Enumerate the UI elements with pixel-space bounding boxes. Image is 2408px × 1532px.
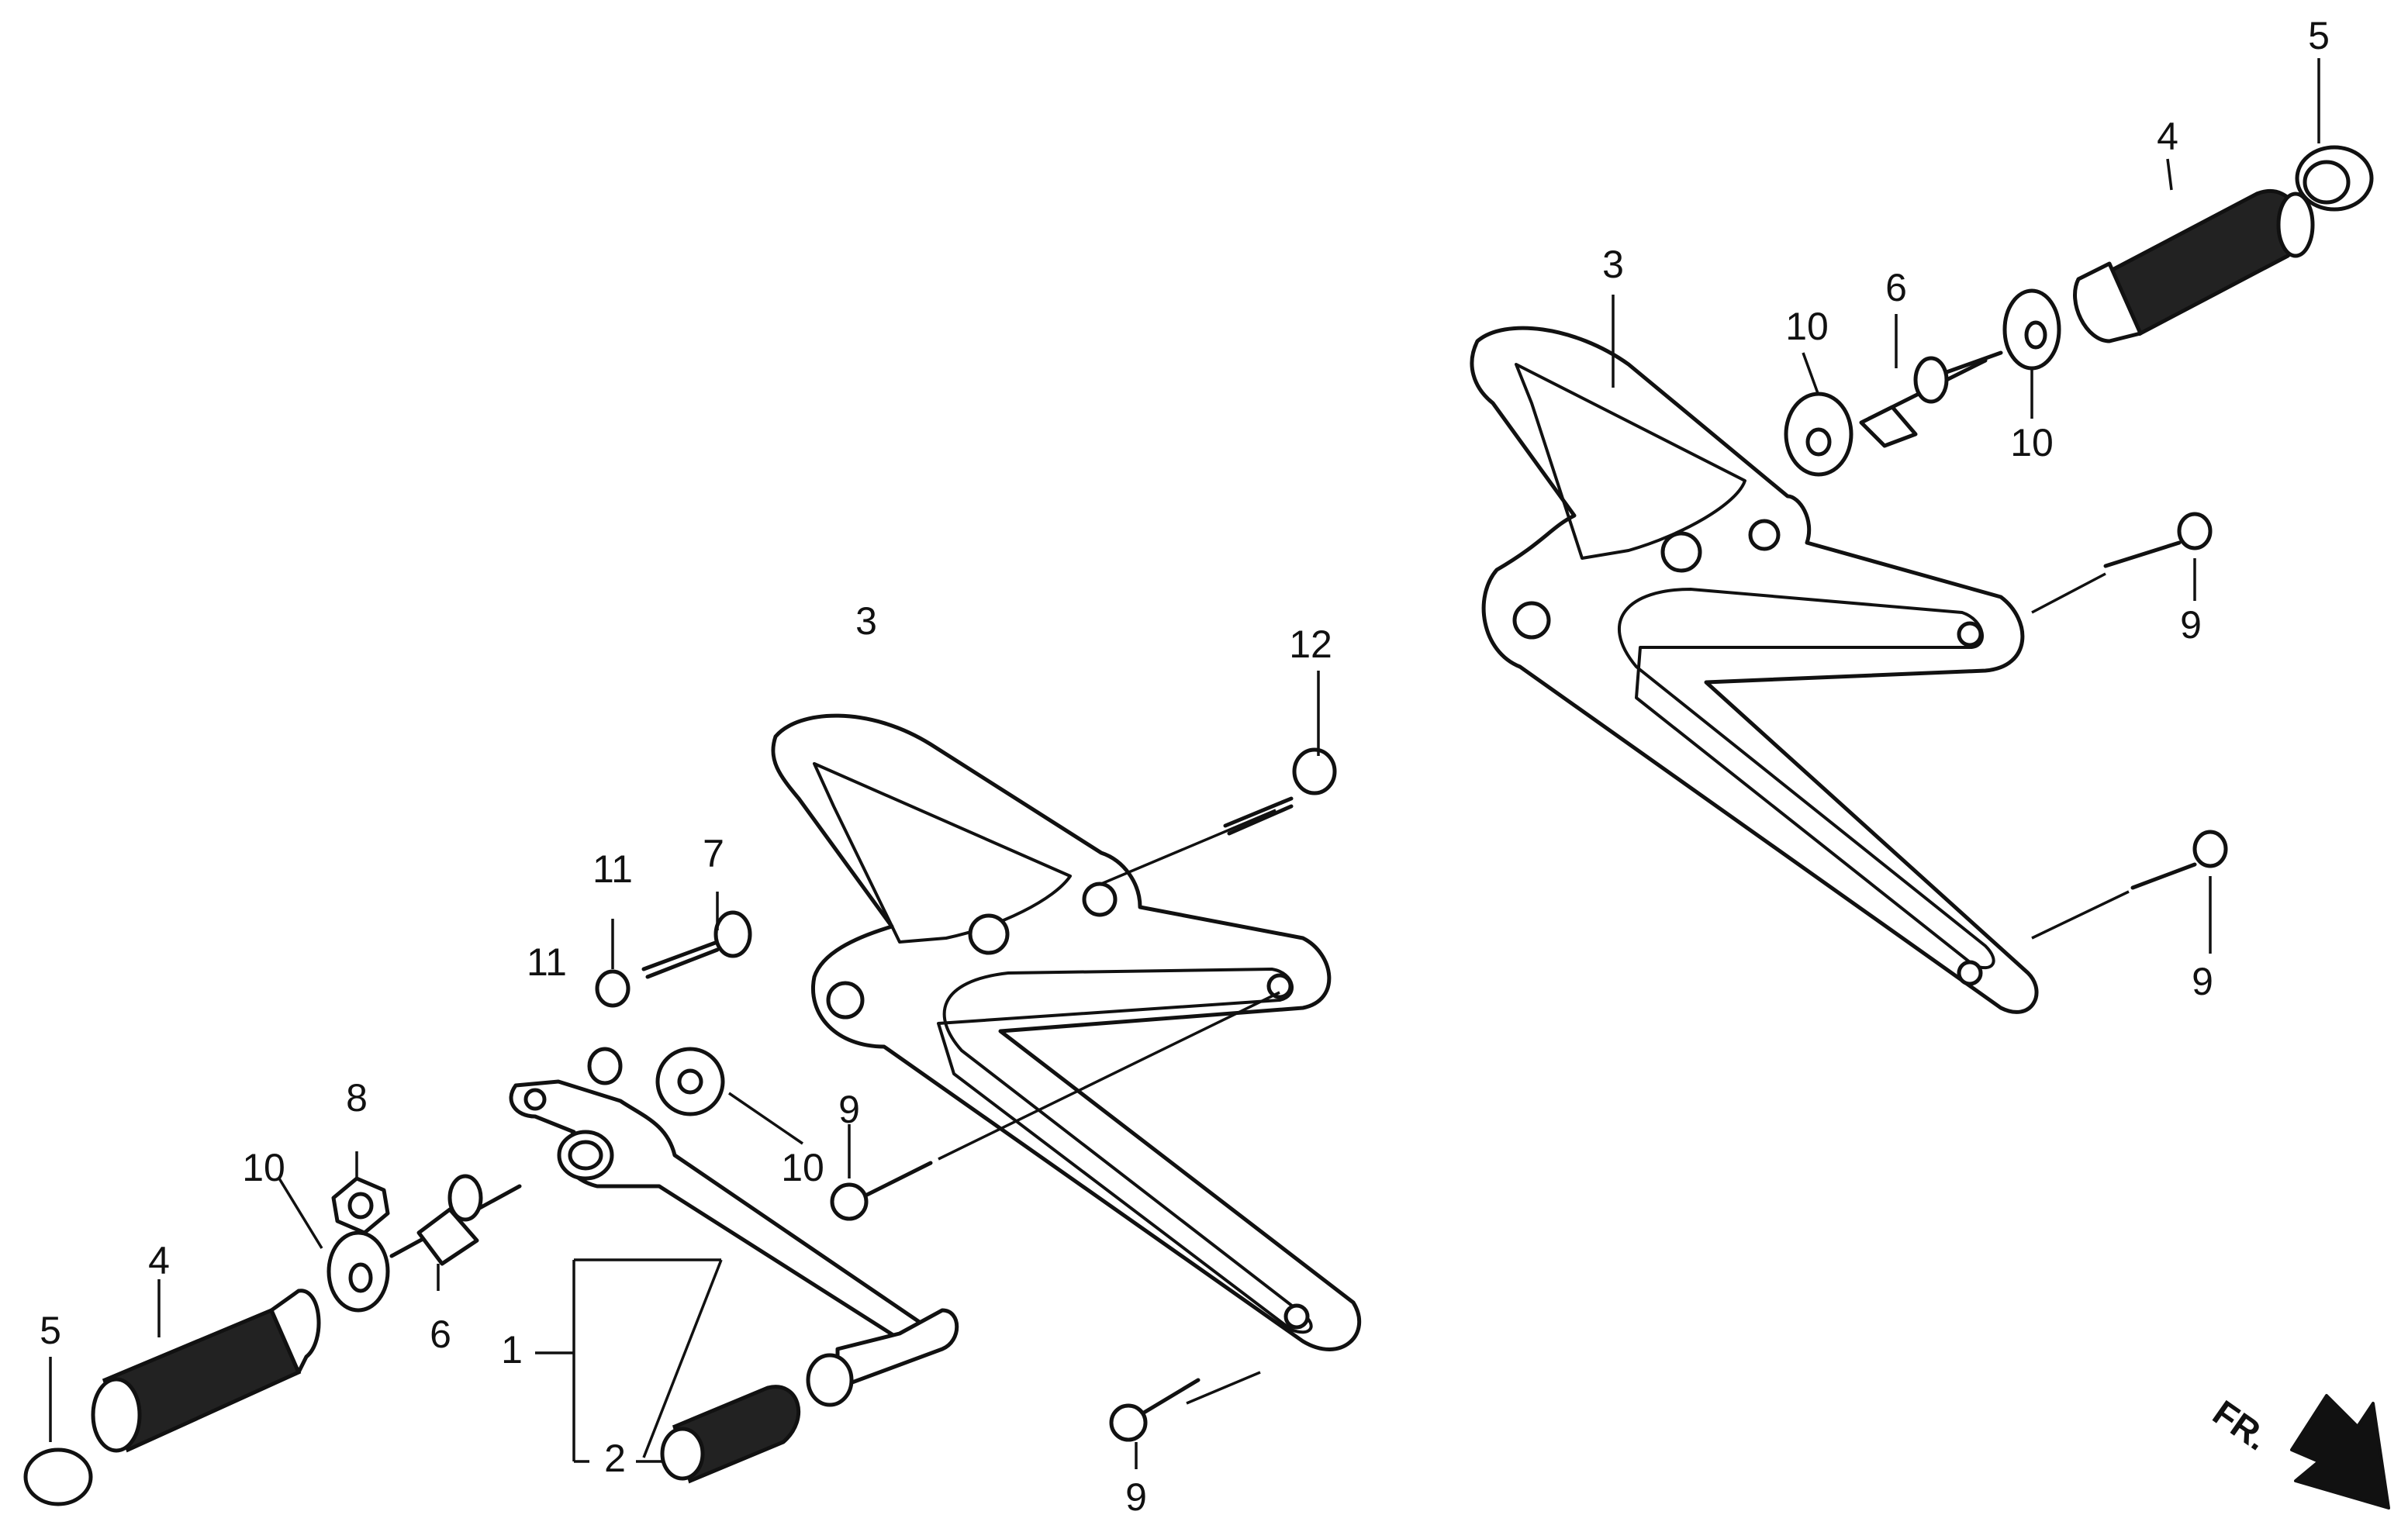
callout-3-left: 3 bbox=[855, 599, 877, 643]
pivot-pin-upper bbox=[1859, 350, 2003, 448]
footrest-bracket-left bbox=[771, 713, 1362, 1351]
callout-10-upper-1: 10 bbox=[1785, 305, 1829, 348]
pivot-pin-lower bbox=[389, 1174, 522, 1266]
callout-11-upper: 11 bbox=[592, 847, 633, 891]
callout-9-lower: 9 bbox=[1125, 1475, 1147, 1519]
callout-5-right: 5 bbox=[2308, 14, 2330, 57]
washer-upper-2 bbox=[2002, 288, 2061, 371]
brake-pedal bbox=[509, 1079, 959, 1407]
nut bbox=[331, 1176, 390, 1235]
end-cap-lower bbox=[23, 1447, 93, 1506]
washer-small-2 bbox=[587, 1047, 623, 1085]
callout-1: 1 bbox=[501, 1328, 523, 1372]
callout-10-middle: 10 bbox=[781, 1146, 824, 1189]
callout-9-upper-1: 9 bbox=[2180, 603, 2202, 647]
callout-12: 12 bbox=[1289, 623, 1332, 666]
footpeg-right bbox=[2073, 189, 2315, 343]
leader-lines bbox=[49, 58, 2320, 1469]
callout-10-upper-2: 10 bbox=[2010, 421, 2054, 464]
callout-4-left: 4 bbox=[148, 1239, 170, 1282]
bolt-9-upper-2 bbox=[2130, 830, 2228, 890]
bolt-7 bbox=[641, 910, 752, 979]
callout-6-left: 6 bbox=[430, 1313, 451, 1356]
bolt-9-upper-1 bbox=[2103, 512, 2213, 568]
bolt-9-middle bbox=[830, 1161, 933, 1221]
front-label: FR. bbox=[2206, 1392, 2276, 1458]
callout-11-lower: 11 bbox=[527, 940, 567, 984]
callout-9-upper-2: 9 bbox=[2192, 960, 2213, 1003]
front-arrow-icon bbox=[2290, 1394, 2390, 1510]
callout-10-lower: 10 bbox=[242, 1146, 285, 1189]
callout-9-middle: 9 bbox=[838, 1088, 860, 1131]
footpeg-left bbox=[91, 1289, 321, 1453]
callout-2: 2 bbox=[604, 1437, 626, 1480]
callout-numbers: 1 2 3 3 4 4 5 5 6 6 7 8 9 9 9 9 10 10 10… bbox=[40, 14, 2330, 1519]
bolt-9-lower bbox=[1109, 1378, 1201, 1442]
callout-8: 8 bbox=[346, 1076, 368, 1120]
callout-7: 7 bbox=[703, 832, 724, 875]
callout-5-left: 5 bbox=[40, 1309, 61, 1352]
callout-3-right: 3 bbox=[1602, 243, 1624, 286]
footrest-bracket-right bbox=[1470, 326, 2039, 1014]
end-cap-upper-inner bbox=[2303, 160, 2351, 205]
washer-lower bbox=[326, 1230, 390, 1313]
washer-upper-1 bbox=[1784, 392, 1854, 477]
callout-4-right: 4 bbox=[2157, 115, 2178, 158]
washer-middle bbox=[655, 1047, 725, 1116]
washer-small-1 bbox=[595, 969, 631, 1008]
pedal-rubber bbox=[660, 1385, 801, 1484]
bolt-12 bbox=[1223, 747, 1337, 836]
front-direction-indicator: FR. bbox=[2206, 1392, 2390, 1510]
callout-6-right: 6 bbox=[1885, 266, 1907, 309]
